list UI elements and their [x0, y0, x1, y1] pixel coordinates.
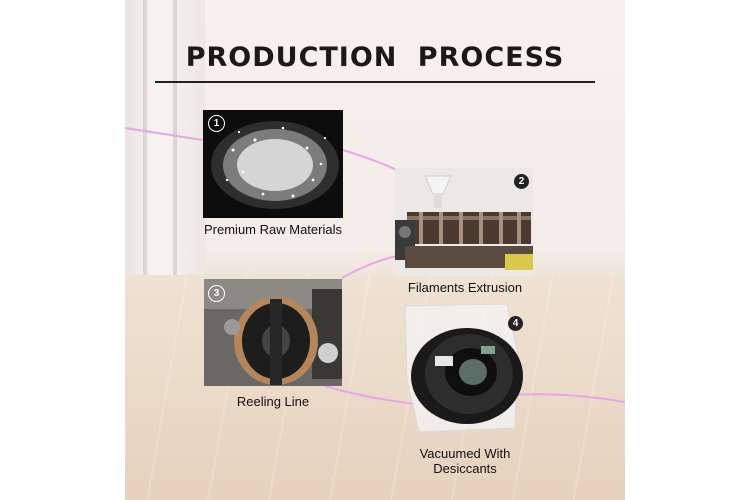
step-4-label-line2: Desiccants — [433, 461, 497, 476]
step-3-number: 3 — [208, 285, 225, 302]
step-3-label: Reeling Line — [236, 394, 310, 409]
step-4-label: Vacuumed With Desiccants — [385, 446, 545, 476]
extrusion-photo: 2 — [395, 168, 533, 276]
raw-materials-photo: 1 — [203, 110, 343, 218]
vacuum-bag-photo: 4 — [397, 300, 533, 440]
title-underline — [155, 81, 595, 83]
step-4-label-line1: Vacuumed With — [419, 446, 511, 461]
step-1-number: 1 — [208, 115, 225, 132]
reeling-photo: 3 — [204, 279, 342, 386]
step-1-label: Premium Raw Materials — [204, 222, 342, 237]
background-window — [125, 0, 205, 280]
page-title: PRODUCTION PROCESS — [185, 42, 565, 73]
step-2-label: Filaments Extrusion — [407, 280, 523, 295]
step-2-number: 2 — [514, 174, 529, 189]
step-4-number: 4 — [508, 316, 523, 331]
infographic-canvas: PRODUCTION PROCESS 1 Premium Raw Materia… — [125, 0, 625, 500]
connector-lines — [125, 127, 625, 405]
